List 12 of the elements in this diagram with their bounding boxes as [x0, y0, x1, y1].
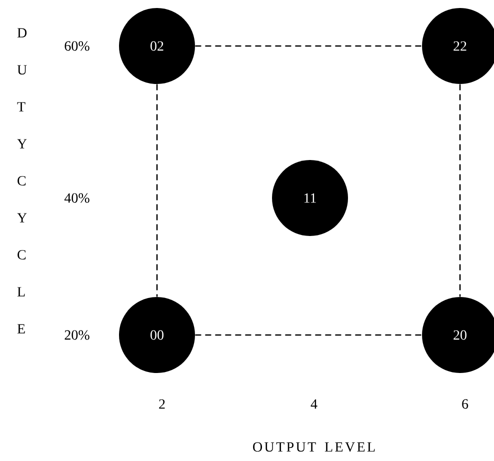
tick-label: 6 [462, 399, 468, 409]
tick-label: 40% [64, 193, 90, 203]
tick-label: 4 [310, 399, 318, 409]
axis-title: DUTY CYCLE [17, 28, 27, 334]
tick-label: 60% [64, 41, 90, 51]
tick-label: 2 [159, 399, 165, 409]
tick-label: 20% [64, 330, 90, 340]
dashed-line [459, 84, 461, 297]
dashed-line [156, 84, 158, 297]
axis-title: OUTPUT LEVEL [253, 442, 375, 452]
dashed-line [195, 45, 422, 47]
dashed-line [195, 334, 422, 336]
